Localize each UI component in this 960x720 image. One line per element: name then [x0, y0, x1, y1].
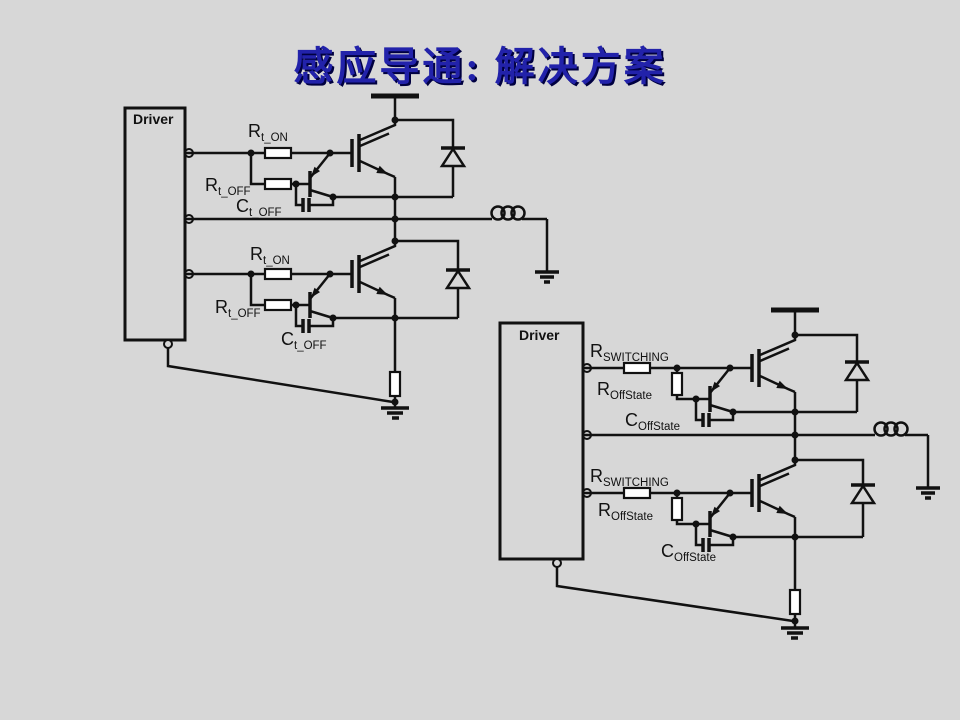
- resistor-offstate-1: [670, 371, 684, 397]
- left-circuit: Driver: [123, 93, 559, 420]
- ground-left-bottom: [381, 406, 409, 420]
- label-c-offstate-1: COffState: [625, 410, 680, 433]
- driver-terminal: [552, 558, 562, 568]
- ground-right-bottom: [781, 626, 809, 640]
- left-driver-box: Driver: [123, 106, 194, 349]
- label-r-offstate-1: ROffState: [597, 379, 652, 402]
- offstate-pnp-transistor-1: [694, 366, 735, 414]
- ground-left-mid: [535, 219, 559, 284]
- right-driver-box: Driver: [498, 321, 592, 568]
- ground-right-mid: [916, 435, 940, 500]
- left-phase-rail: [185, 205, 559, 284]
- shunt-resistor-right: [788, 588, 802, 616]
- right-circuit: Driver: [498, 307, 940, 640]
- driver-return-wire-right: [555, 567, 794, 623]
- shunt-resistor-left: [388, 370, 402, 398]
- freewheel-diode-right-bottom: [795, 458, 877, 539]
- left-driver-label: Driver: [133, 111, 174, 127]
- label-ct-off-1: Ct_OFF: [236, 196, 282, 219]
- label-r-switching-2: RSWITCHING: [590, 466, 669, 489]
- inductor-left: [490, 205, 526, 221]
- resistor-switching-1: [622, 361, 652, 375]
- resistor-offstate-2: [670, 496, 684, 522]
- inductor-right: [873, 421, 909, 437]
- label-rt-off-2: Rt_OFF: [215, 297, 261, 320]
- igbt-right-top: [728, 333, 797, 394]
- igbt-left-bottom: [328, 239, 397, 300]
- driver-return-wire-left: [166, 348, 394, 404]
- resistor-rt-on-2: [263, 267, 293, 281]
- resistor-rt-off-1: [263, 177, 293, 191]
- right-driver-label: Driver: [519, 327, 560, 343]
- label-rt-on-1: Rt_ON: [248, 121, 288, 144]
- left-supply-rail: [371, 93, 419, 120]
- right-top-gate-network: [583, 361, 795, 427]
- right-supply-rail: [771, 307, 819, 335]
- offstate-pnp-transistor-2: [694, 491, 735, 539]
- igbt-left-top: [328, 118, 397, 179]
- resistor-rt-off-2: [263, 298, 293, 312]
- slide-title: 感应导通: 解决方案: [293, 44, 667, 89]
- junction-dots-right: [673, 331, 799, 625]
- label-ct-off-2: Ct_OFF: [281, 329, 327, 352]
- right-emitter-return: [555, 517, 809, 640]
- label-rt-on-2: Rt_ON: [250, 244, 290, 267]
- left-emitter-return: [166, 298, 409, 420]
- turnoff-pnp-transistor-1: [294, 151, 335, 199]
- freewheel-diode-left-top: [395, 118, 467, 199]
- junction-dots-left: [247, 116, 399, 406]
- driver-terminal: [163, 339, 173, 349]
- freewheel-diode-left-bottom: [395, 239, 472, 320]
- label-r-offstate-2: ROffState: [598, 500, 653, 523]
- freewheel-diode-right-top: [795, 333, 871, 414]
- label-c-offstate-2: COffState: [661, 541, 716, 564]
- turnoff-pnp-transistor-2: [294, 272, 335, 320]
- resistor-switching-2: [622, 486, 652, 500]
- resistor-rt-on-1: [263, 146, 293, 160]
- label-r-switching-1: RSWITCHING: [590, 341, 669, 364]
- igbt-right-bottom: [728, 458, 797, 519]
- label-rt-off-1: Rt_OFF: [205, 175, 251, 198]
- right-phase-rail: [583, 421, 940, 500]
